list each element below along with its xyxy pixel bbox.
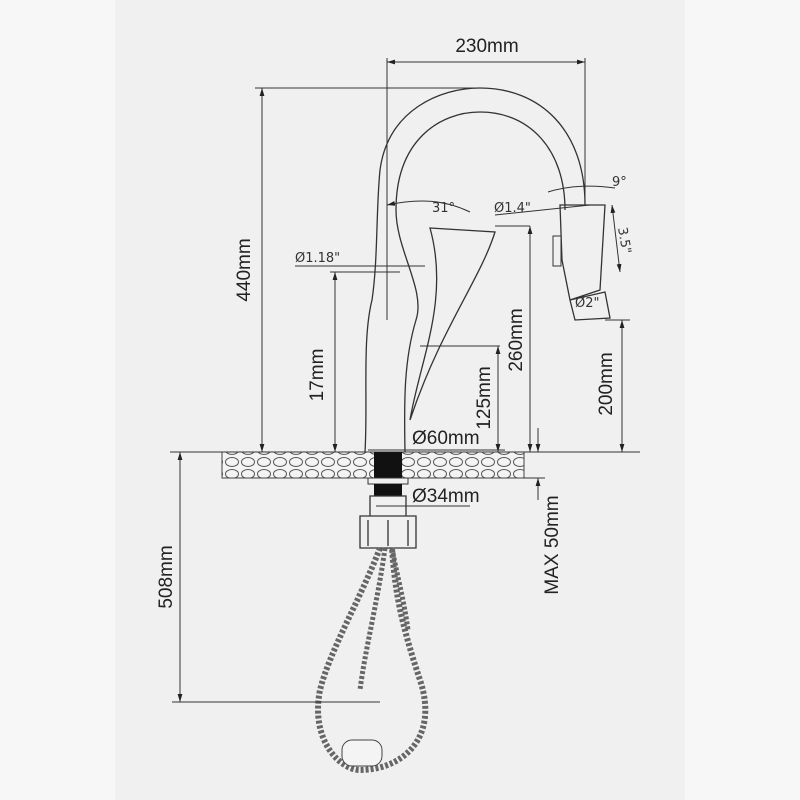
label-spray-tilt: 9° — [612, 175, 627, 190]
label-handle-height: 17mm — [307, 349, 328, 402]
label-spout-reach: 230mm — [455, 36, 518, 57]
faucet-spout-outer — [364, 87, 586, 453]
label-spray-diameter-bottom: Ø2" — [575, 296, 599, 311]
label-spray-length: 3.5" — [614, 226, 633, 255]
label-body-diameter: Ø1.18" — [295, 251, 340, 266]
spray-button — [552, 235, 562, 267]
label-spout-height: 260mm — [506, 308, 527, 371]
faucet-spout-inner — [395, 111, 566, 453]
pull-down-hose — [315, 546, 429, 774]
dim-angle-31 — [386, 200, 471, 213]
label-shank-diameter: Ø34mm — [412, 486, 480, 507]
handle — [409, 227, 496, 421]
hose-weight — [341, 739, 383, 767]
label-spray-diameter-top: Ø1.4" — [494, 201, 531, 216]
label-base-diameter: Ø60mm — [412, 428, 480, 449]
countertop — [221, 451, 525, 479]
dim-angle-9 — [547, 185, 616, 193]
label-hose-length: 508mm — [156, 545, 177, 608]
shank — [374, 484, 402, 496]
mount-block — [374, 452, 402, 478]
label-spray-clearance: 200mm — [596, 352, 617, 415]
label-max-deck: MAX 50mm — [542, 495, 563, 594]
spray-head — [559, 204, 611, 321]
drawing-panel — [115, 0, 685, 800]
label-handle-base-height: 125mm — [474, 366, 495, 429]
label-total-height: 440mm — [234, 238, 255, 301]
supply-hoses — [357, 547, 411, 691]
connector — [359, 495, 417, 549]
label-spout-angle: 31° — [432, 201, 455, 216]
